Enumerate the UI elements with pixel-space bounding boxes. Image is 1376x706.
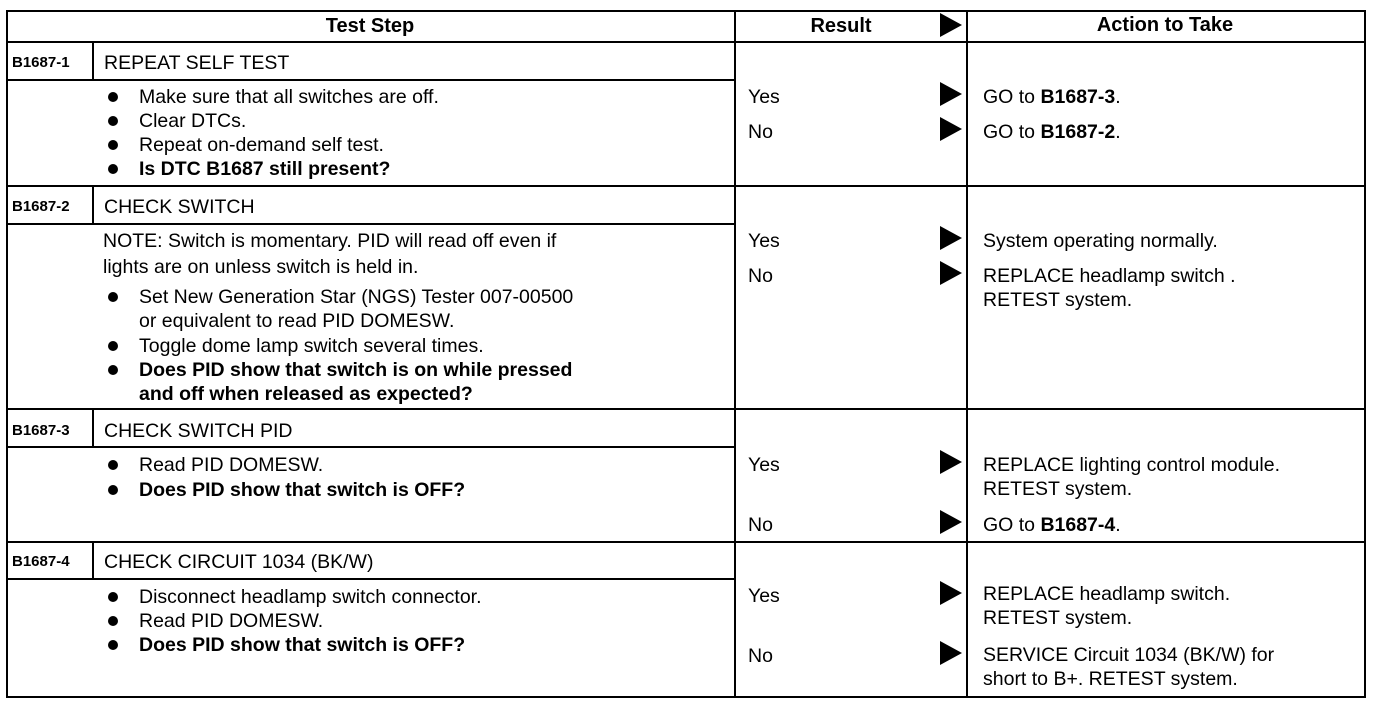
step-title: REPEAT SELF TEST	[104, 52, 290, 74]
title-divider	[6, 223, 736, 225]
arrow-icon	[940, 82, 962, 106]
title-divider	[6, 79, 736, 81]
arrow-icon	[940, 581, 962, 605]
step-title: CHECK CIRCUIT 1034 (BK/W)	[104, 551, 374, 573]
action-text: REPLACE headlamp switch .	[983, 265, 1236, 287]
bullet-question: Is DTC B1687 still present?	[139, 158, 391, 180]
code-divider	[92, 409, 94, 447]
bullet-icon	[108, 365, 118, 375]
action-step-link: B1687-4	[1040, 514, 1116, 536]
action-suffix: .	[1115, 121, 1121, 143]
bullet-icon	[108, 592, 118, 602]
action-text: REPLACE lighting control module.	[983, 454, 1280, 476]
bullet-question: Does PID show that switch is OFF?	[139, 634, 466, 656]
action-text: short to B+. RETEST system.	[983, 668, 1238, 690]
result-yes: Yes	[748, 585, 780, 607]
bullet-icon	[108, 640, 118, 650]
result-no: No	[748, 265, 773, 287]
bullet-question: Does PID show that switch is OFF?	[139, 479, 466, 501]
bullet-text: Toggle dome lamp switch several times.	[139, 335, 484, 357]
bullet-text: Make sure that all switches are off.	[139, 86, 439, 108]
bullet-text: Repeat on-demand self test.	[139, 134, 384, 156]
bullet-question: and off when released as expected?	[139, 383, 473, 405]
step-code: B1687-1	[12, 54, 70, 71]
result-yes: Yes	[748, 86, 780, 108]
arrow-icon	[940, 117, 962, 141]
header-test-step: Test Step	[325, 15, 415, 37]
code-divider	[92, 542, 94, 579]
column-divider	[966, 10, 968, 696]
bullet-icon	[108, 164, 118, 174]
bullet-text: Disconnect headlamp switch connector.	[139, 586, 482, 608]
action-text: SERVICE Circuit 1034 (BK/W) for	[983, 644, 1275, 666]
result-yes: Yes	[748, 230, 780, 252]
step-title: CHECK SWITCH	[104, 196, 255, 218]
action-text: GO to B1687-2.	[983, 120, 1121, 144]
result-yes: Yes	[748, 454, 780, 476]
row-divider	[6, 408, 1364, 410]
note-text: NOTE: Switch is momentary. PID will read…	[103, 230, 557, 252]
title-divider	[6, 578, 736, 580]
bullet-text: or equivalent to read PID DOMESW.	[139, 310, 455, 332]
action-prefix: GO to	[983, 514, 1041, 536]
code-divider	[92, 42, 94, 80]
action-suffix: .	[1115, 86, 1121, 108]
bullet-icon	[108, 92, 118, 102]
action-text: RETEST system.	[983, 607, 1133, 629]
header-divider	[6, 41, 1364, 43]
bullet-text: Set New Generation Star (NGS) Tester 007…	[139, 286, 574, 308]
bullet-icon	[108, 140, 118, 150]
bullet-icon	[108, 292, 118, 302]
result-no: No	[748, 514, 773, 536]
action-text: System operating normally.	[983, 230, 1218, 252]
column-divider	[734, 10, 736, 696]
action-text: RETEST system.	[983, 289, 1133, 311]
bullet-icon	[108, 116, 118, 126]
bullet-text: Read PID DOMESW.	[139, 454, 324, 476]
arrow-icon	[940, 261, 962, 285]
step-code: B1687-4	[12, 553, 70, 570]
bullet-icon	[108, 616, 118, 626]
bullet-text: Read PID DOMESW.	[139, 610, 324, 632]
diagnostic-table: Test Step Result Action to Take B1687-1 …	[6, 10, 1366, 698]
result-no: No	[748, 121, 773, 143]
row-divider	[6, 185, 1364, 187]
header-arrow-icon	[940, 13, 962, 37]
step-code: B1687-2	[12, 198, 70, 215]
step-code: B1687-3	[12, 422, 70, 439]
row-divider	[6, 541, 1364, 543]
bullet-text: Clear DTCs.	[139, 110, 247, 132]
header-result: Result	[810, 15, 872, 37]
action-text: GO to B1687-4.	[983, 513, 1121, 537]
action-text: RETEST system.	[983, 478, 1133, 500]
action-step-link: B1687-2	[1040, 121, 1116, 143]
arrow-icon	[940, 641, 962, 665]
table-border	[6, 10, 1366, 698]
bullet-icon	[108, 460, 118, 470]
bullet-icon	[108, 485, 118, 495]
title-divider	[6, 446, 736, 448]
action-prefix: GO to	[983, 86, 1041, 108]
header-action: Action to Take	[1096, 14, 1234, 36]
result-no: No	[748, 645, 773, 667]
code-divider	[92, 186, 94, 224]
action-text: GO to B1687-3.	[983, 85, 1121, 109]
note-text: lights are on unless switch is held in.	[103, 256, 419, 278]
arrow-icon	[940, 510, 962, 534]
action-prefix: GO to	[983, 121, 1041, 143]
step-title: CHECK SWITCH PID	[104, 420, 293, 442]
action-text: REPLACE headlamp switch.	[983, 583, 1231, 605]
bullet-question: Does PID show that switch is on while pr…	[139, 359, 573, 381]
arrow-icon	[940, 450, 962, 474]
action-step-link: B1687-3	[1040, 86, 1116, 108]
bullet-icon	[108, 341, 118, 351]
arrow-icon	[940, 226, 962, 250]
action-suffix: .	[1115, 514, 1121, 536]
